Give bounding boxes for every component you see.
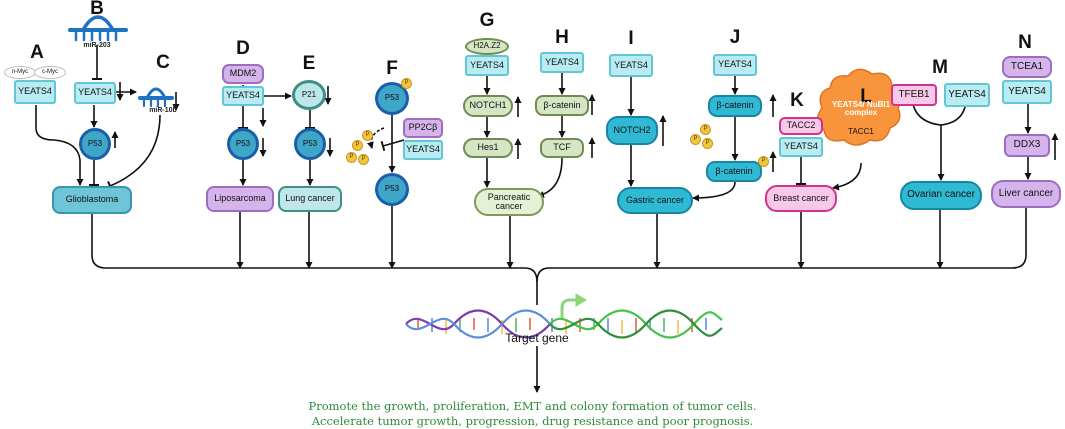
gastric-cancer-node: Gastric cancer xyxy=(617,187,693,214)
outcome-line-2: Accelerate tumor growth, progression, dr… xyxy=(311,414,754,428)
phospho-marker: P xyxy=(346,152,357,163)
complex-cloud xyxy=(816,68,902,146)
yeats4-node-g: YEATS4 xyxy=(465,55,509,76)
mdm2-node: MDM2 xyxy=(222,64,264,84)
panel-letter-d: D xyxy=(236,38,250,59)
ovarian-cancer-node: Ovarian cancer xyxy=(900,181,982,210)
notch1-node: NOTCH1 xyxy=(463,95,513,117)
panel-letter-e: E xyxy=(302,53,316,74)
yeats4-node-i: YEATS4 xyxy=(609,54,653,77)
panel-letter-h: H xyxy=(555,27,569,48)
yeats4-node-f: YEATS4 xyxy=(403,140,443,160)
yeats4-node-d: YEATS4 xyxy=(222,86,264,106)
yeats4-node-h: YEATS4 xyxy=(540,52,584,73)
p53-node-f-top: P53 xyxy=(375,82,409,115)
h2a-z2-node: H2A.Z2 xyxy=(465,38,509,55)
yeats4-nubi1-complex-label: YEATS4/ NuBI1 complex xyxy=(831,99,891,117)
phospho-marker: P xyxy=(352,140,363,151)
panel-letter-j: J xyxy=(729,27,741,48)
panel-letter-b: B xyxy=(90,0,104,19)
ddx3-node: DDX3 xyxy=(1004,134,1050,157)
panel-letter-m: M xyxy=(932,57,948,78)
phospho-marker: P xyxy=(690,134,701,145)
tfeb1-node: TFEB1 xyxy=(891,84,937,106)
beta-catenin-node-j-top: β-catenin xyxy=(708,95,762,117)
pancreatic-cancer-node: Pancreatic cancer xyxy=(474,188,544,216)
phospho-marker: P xyxy=(700,124,711,135)
panel-letter-l: L xyxy=(860,86,872,107)
mir-10b-label: miR-10b xyxy=(149,107,177,114)
yeats4-node-n: YEATS4 xyxy=(1002,80,1052,104)
c-myc-node: c-Myc xyxy=(34,66,66,79)
outcome-line-1: Promote the growth, proliferation, EMT a… xyxy=(308,399,757,413)
yeats4-node-k: YEATS4 xyxy=(779,137,823,157)
breast-cancer-node: Breast cancer xyxy=(765,185,837,212)
pp2c-beta-node: PP2Cβ xyxy=(403,118,443,138)
p53-node-d: P53 xyxy=(227,128,259,160)
panel-letter-c: C xyxy=(156,52,170,73)
glioblastoma-node: Glioblastoma xyxy=(52,186,132,214)
p53-node-e: P53 xyxy=(294,128,326,160)
p21-node: P21 xyxy=(292,80,326,110)
panel-letter-f: F xyxy=(386,58,398,79)
phospho-marker: P xyxy=(401,78,412,89)
notch2-node: NOTCH2 xyxy=(606,116,658,145)
phospho-marker: P xyxy=(362,130,373,141)
panel-letter-a: A xyxy=(30,42,44,63)
dna-helix xyxy=(405,293,723,339)
beta-catenin-node-h: β-catenin xyxy=(535,95,589,116)
tacc1-label: TACC1 xyxy=(848,126,874,136)
p53-node-b: P53 xyxy=(79,128,111,160)
hes1-node: Hes1 xyxy=(463,138,513,158)
collector-lines xyxy=(91,206,1027,393)
p53-node-f-bottom: P53 xyxy=(375,173,409,206)
pathway-arrows xyxy=(35,45,1032,202)
phospho-marker: P xyxy=(758,156,769,167)
beta-catenin-node-j-bottom: β-catenin xyxy=(706,161,762,182)
liver-cancer-node: Liver cancer xyxy=(991,180,1061,208)
phospho-marker: P xyxy=(702,138,713,149)
panel-letter-k: K xyxy=(790,90,804,111)
panel-letter-i: I xyxy=(628,28,634,49)
panel-letter-n: N xyxy=(1018,32,1032,53)
target-gene-label: Target gene xyxy=(505,331,569,345)
tcf-node: TCF xyxy=(540,138,584,158)
yeats4-node-b: YEATS4 xyxy=(74,82,116,104)
regulation-indicators xyxy=(111,82,1059,172)
lung-cancer-node: Lung cancer xyxy=(278,186,342,212)
microrna-glyphs xyxy=(68,15,174,108)
yeats4-node-m: YEATS4 xyxy=(944,83,990,107)
n-myc-node: n-Myc xyxy=(4,66,36,79)
tacc2-node: TACC2 xyxy=(779,117,823,135)
liposarcoma-node: Liposarcoma xyxy=(206,186,274,212)
yeats4-node-a: YEATS4 xyxy=(14,80,56,104)
mir-203-label: miR-203 xyxy=(83,42,111,49)
panel-letter-g: G xyxy=(479,10,495,31)
yeats4-node-j: YEATS4 xyxy=(713,54,757,76)
phospho-marker: P xyxy=(358,154,369,165)
tcea1-node: TCEA1 xyxy=(1002,56,1052,78)
